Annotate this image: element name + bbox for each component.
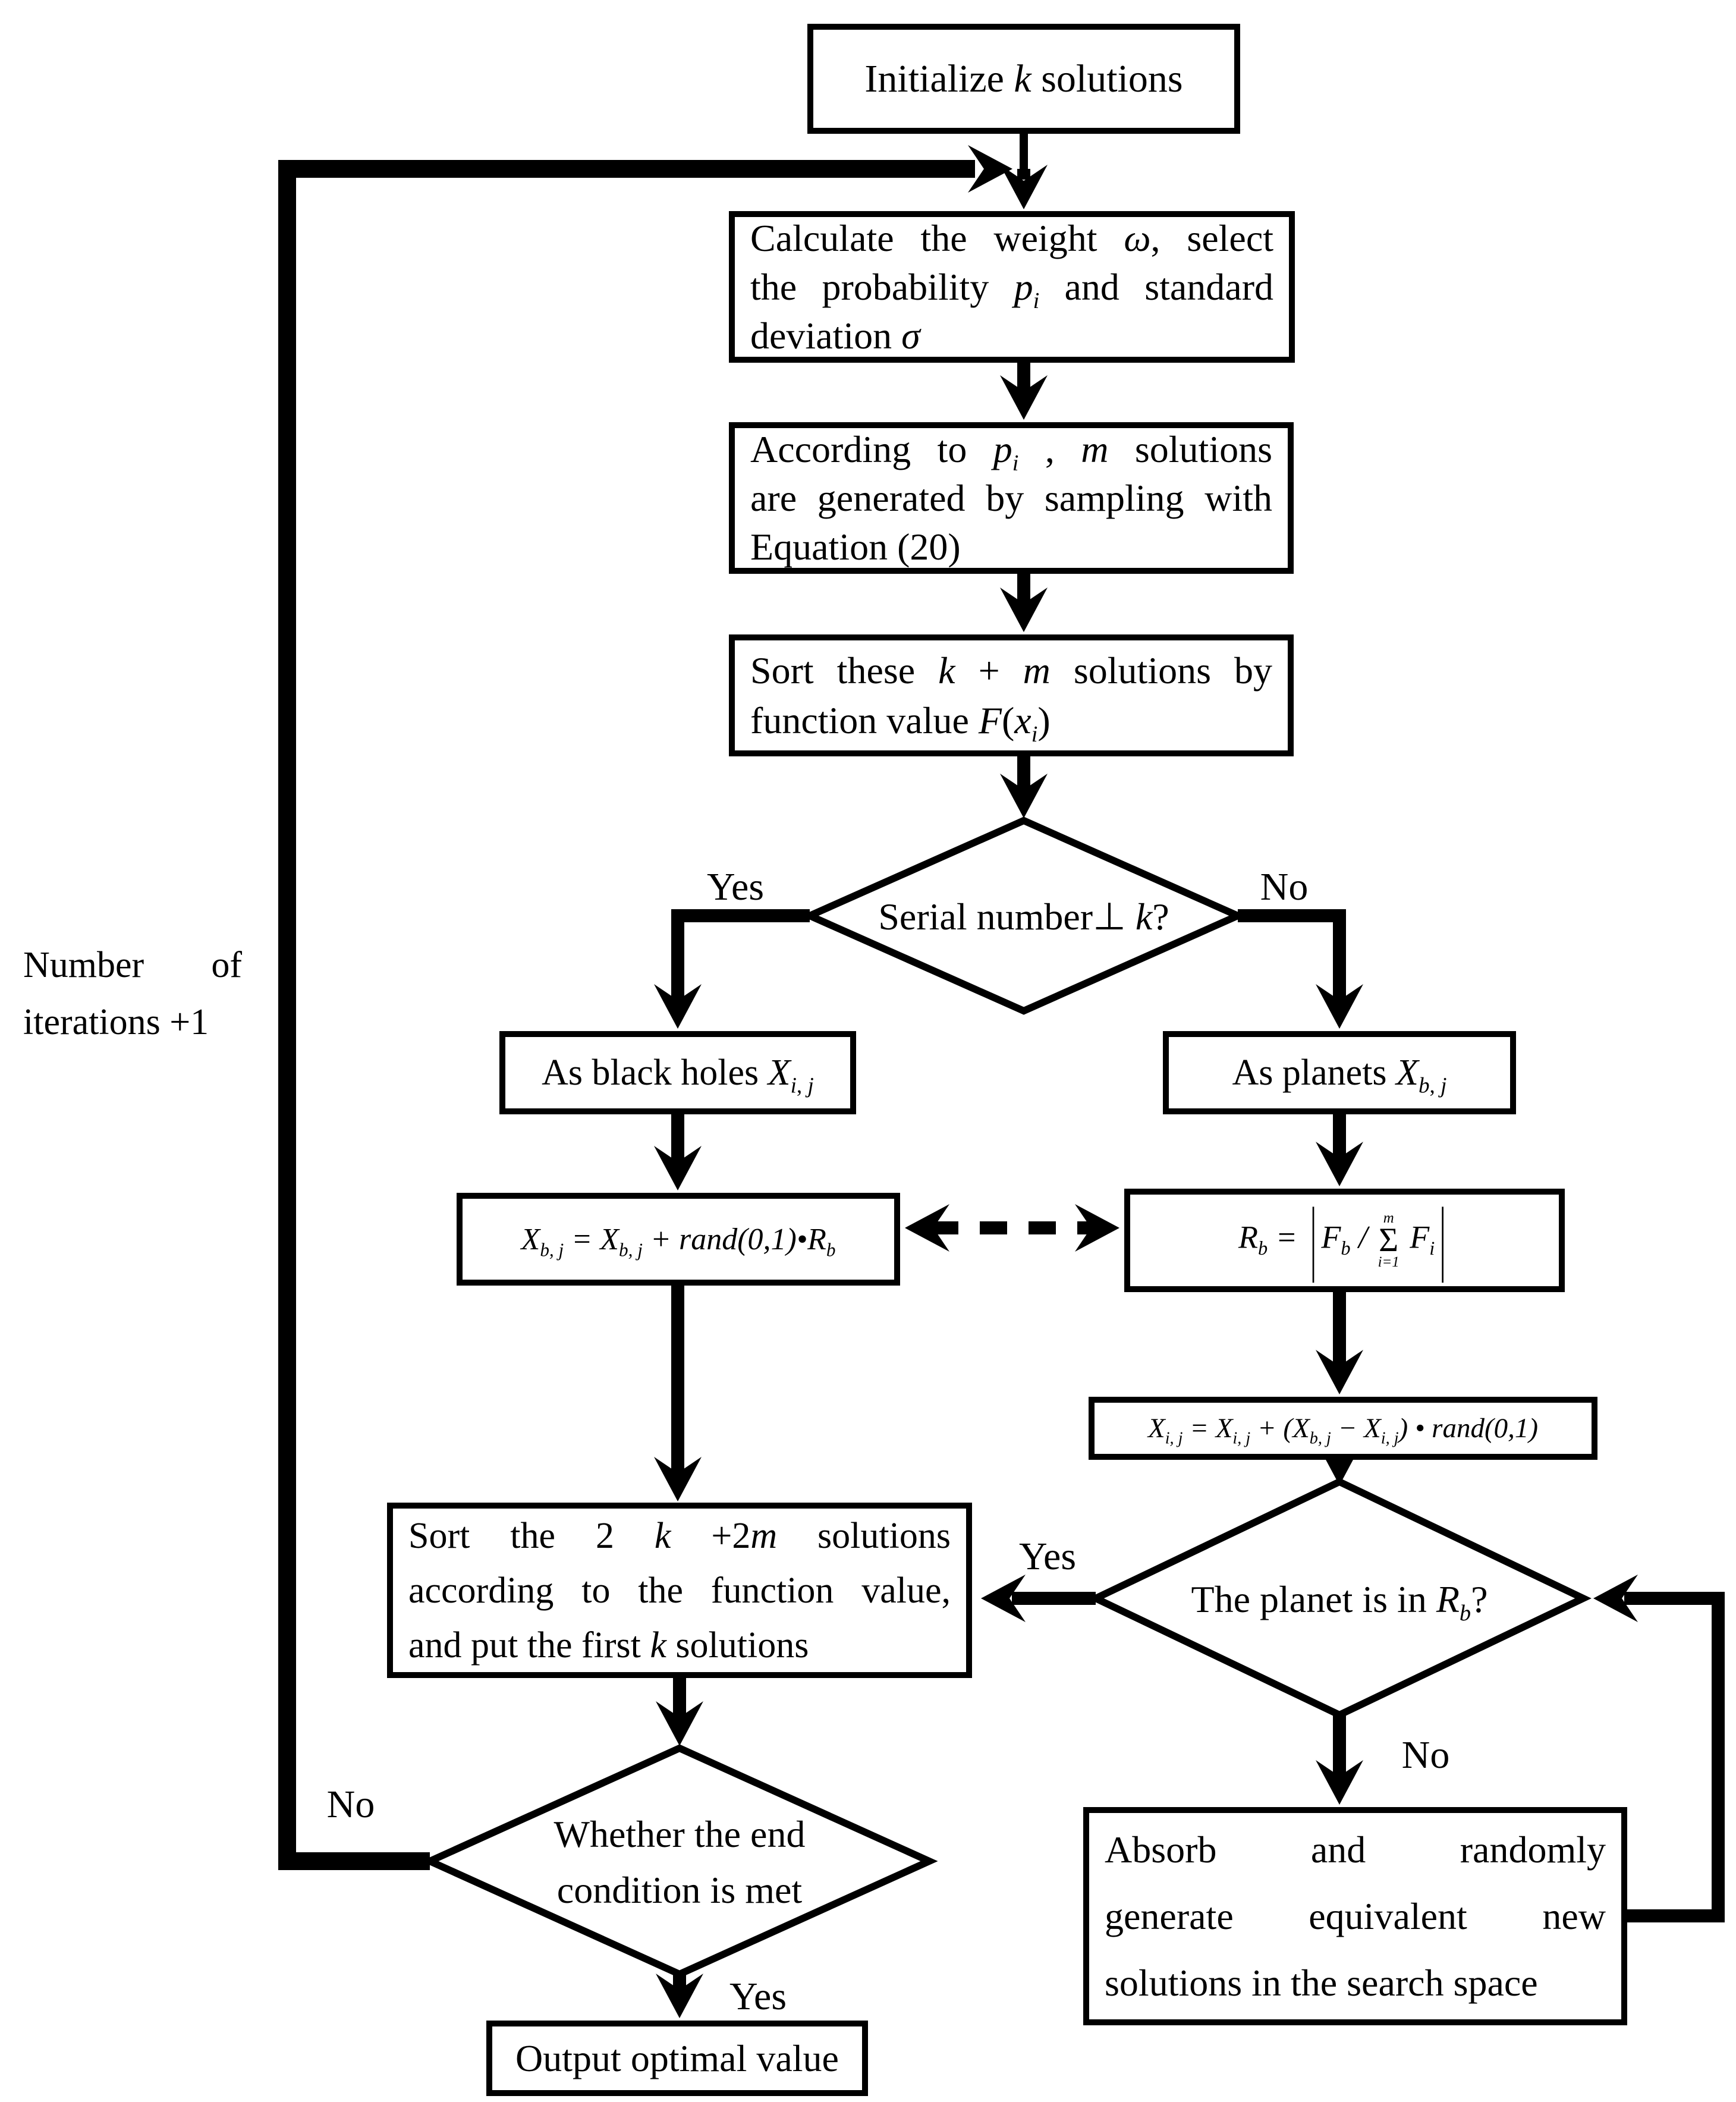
arrow-inradius-no-head	[1316, 1760, 1363, 1805]
node-output: Output optimal value	[486, 2021, 868, 2096]
arrow-serial-no-head	[1316, 984, 1363, 1029]
arrow-sort-diamond1-head	[1000, 774, 1048, 818]
label-serial-yes: Yes	[706, 865, 765, 909]
arrow-accord-sort-head	[1000, 587, 1048, 632]
decision-in-radius-label: The planet is in Rb?	[1191, 1578, 1488, 1626]
node-absorb: Absorb and randomly generate equivalent …	[1083, 1807, 1627, 2025]
iteration-note-line2: iterations +1	[23, 1002, 209, 1042]
node-black-holes: As black holes Xi, j	[499, 1031, 856, 1114]
node-planet-update-text: Xi, j = Xi, j + (Xb, j − Xi, j) • rand(0…	[1147, 1413, 1539, 1448]
node-planets: As planets Xb, j	[1163, 1031, 1516, 1114]
node-initialize: Initialize k solutions	[807, 24, 1240, 134]
node-absorb-line3: solutions in the search space	[1105, 1961, 1538, 2004]
dashed-link-right-head	[1075, 1204, 1119, 1252]
node-bh-update-formula: Xb, j = Xb, j + rand(0,1)•Rb	[457, 1193, 900, 1286]
iteration-note-line1: Number of	[23, 945, 242, 985]
label-serial-no: No	[1260, 865, 1309, 909]
decision-serial-label: Serial number⊥ k?	[878, 896, 1169, 938]
node-according-line2: are generated by sampling with	[750, 476, 1272, 519]
label-in-radius-no: No	[1401, 1733, 1450, 1777]
loop-iteration-line	[278, 160, 975, 1870]
node-calculate-line3: deviation σ	[750, 314, 920, 357]
iteration-note: Number of iterations +1	[23, 937, 242, 1051]
node-calculate-weight: Calculate the weight ω, select the proba…	[729, 211, 1295, 363]
node-sort-2k2m-line3: and put the first k solutions	[408, 1625, 809, 1666]
arrow-serial-yes-line	[671, 909, 810, 1000]
arrow-blackholes-update-head	[654, 1146, 702, 1190]
label-end-no: No	[326, 1783, 375, 1826]
arrow-inradius-yes-head	[981, 1575, 1026, 1622]
node-sort-km-line2: function value F(xi)	[750, 699, 1051, 747]
node-planet-update-formula: Xi, j = Xi, j + (Xb, j − Xi, j) • rand(0…	[1089, 1397, 1597, 1460]
label-end-yes: Yes	[729, 1975, 787, 2018]
node-output-text: Output optimal value	[515, 2037, 839, 2079]
arrow-planets-radius-head	[1316, 1142, 1363, 1186]
node-planets-text: As planets Xb, j	[1232, 1052, 1447, 1098]
dashed-link-left-head	[905, 1204, 949, 1252]
decision-end-text: Whether the end condition is met	[430, 1806, 929, 1918]
decision-end-line2: condition is met	[556, 1869, 803, 1911]
decision-end-line1: Whether the end	[553, 1813, 806, 1855]
node-absorb-line2: generate equivalent new	[1105, 1894, 1606, 1937]
arrow-end-yes-head	[656, 1974, 703, 2018]
arrow-radius-planetupdate-head	[1316, 1350, 1363, 1394]
node-sort-km-line1: Sort these k + m solutions by	[750, 649, 1273, 692]
arrow-junction-calc-head	[1000, 165, 1048, 209]
arrow-serial-no-line	[1238, 909, 1346, 1000]
node-according-sampling: According to pi , m solutions are genera…	[729, 422, 1294, 574]
loop-absorb-head	[1593, 1575, 1638, 1622]
node-initialize-text: Initialize k solutions	[864, 56, 1183, 100]
loop-iteration-arrowhead	[968, 145, 1012, 193]
node-sort-km: Sort these k + m solutions by function v…	[729, 634, 1294, 756]
node-according-line3: Equation (20)	[750, 525, 961, 568]
arrow-serial-yes-head	[654, 984, 702, 1029]
arrow-sort2-diamond3-head	[656, 1701, 703, 1746]
node-calculate-line1: Calculate the weight ω, select	[750, 216, 1274, 259]
arrow-update-sort2-head	[654, 1457, 702, 1501]
node-sort-2k2m-line2: according to the function value,	[408, 1570, 951, 1611]
loop-absorb-line	[1624, 1592, 1725, 1922]
node-black-holes-text: As black holes Xi, j	[542, 1052, 814, 1098]
decision-in-radius-text: The planet is in Rb?	[1096, 1576, 1583, 1626]
node-sort-2k2m: Sort the 2 k +2m solutions according to …	[387, 1503, 972, 1678]
node-absorb-line1: Absorb and randomly	[1105, 1828, 1606, 1871]
label-in-radius-yes: Yes	[1018, 1535, 1077, 1578]
node-sort-2k2m-line1: Sort the 2 k +2m solutions	[408, 1515, 951, 1556]
node-according-line1: According to pi , m solutions	[750, 428, 1273, 476]
node-bh-update-text: Xb, j = Xb, j + rand(0,1)•Rb	[521, 1222, 836, 1260]
decision-serial-text: Serial number⊥ k?	[810, 893, 1238, 941]
node-calculate-line2: the probability pi and standard	[750, 265, 1274, 313]
serial-decision-diamond	[801, 816, 1247, 1015]
arrow-calc-accord-head	[1000, 375, 1048, 420]
